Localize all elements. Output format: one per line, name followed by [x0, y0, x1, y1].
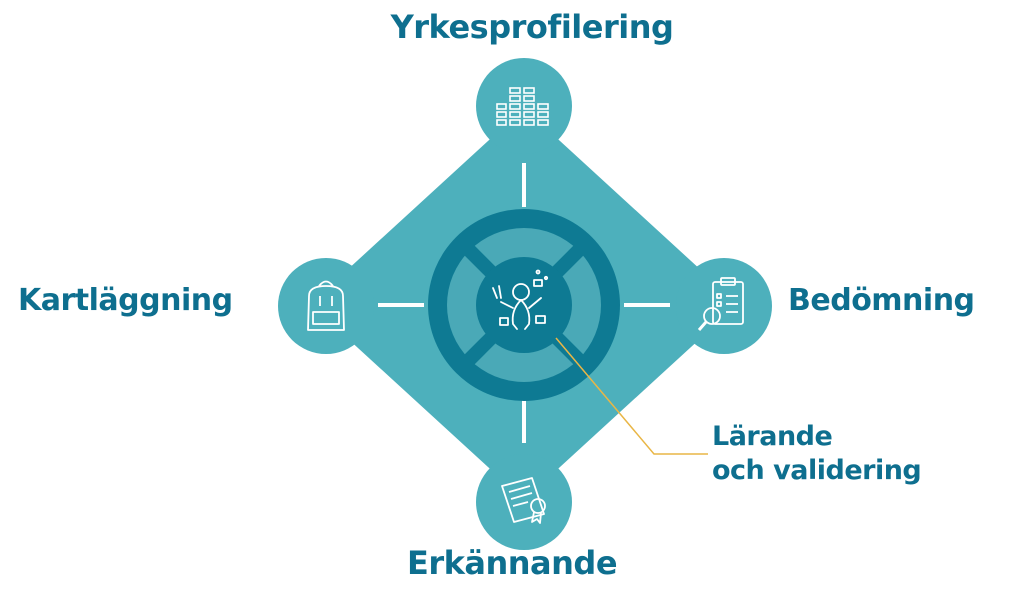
certificate-icon — [501, 477, 546, 524]
center-callout-label: Lärande och validering — [712, 420, 922, 488]
bottom-circle — [476, 454, 572, 550]
wheel-hub — [476, 257, 572, 353]
checklist-magnifier-icon — [697, 277, 744, 331]
stage-label-right: Bedömning — [788, 283, 975, 318]
callout-line — [555, 337, 708, 455]
connector-ticks — [378, 163, 670, 443]
person-with-tools-icon — [492, 269, 549, 330]
stage-label-top: Yrkesprofilering — [390, 8, 674, 46]
stage-label-bottom: Erkännande — [406, 544, 618, 582]
right-circle — [676, 258, 772, 354]
center-callout-line-1: Lärande — [712, 421, 833, 452]
center-callout-line-2: och validering — [712, 455, 922, 486]
left-circle — [278, 258, 374, 354]
bar-chart-icon — [496, 87, 549, 126]
stage-label-left: Kartläggning — [18, 283, 233, 318]
backpack-icon — [307, 280, 345, 331]
